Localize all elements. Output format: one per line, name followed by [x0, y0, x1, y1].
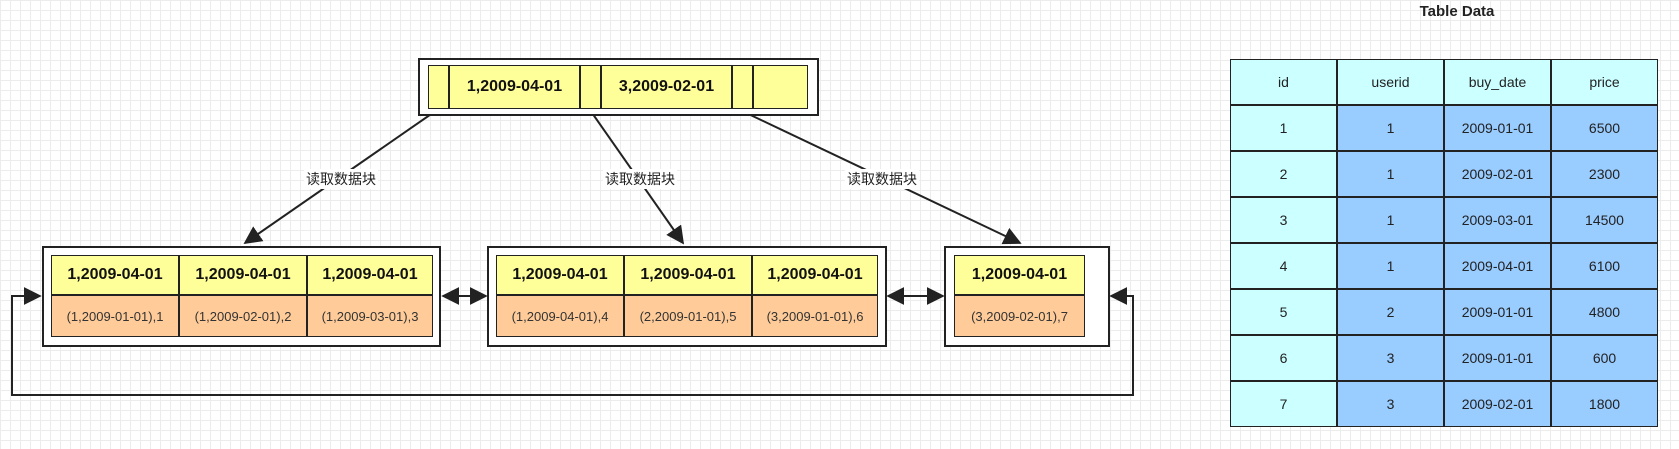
leaf-node-2: 1,2009-04-01 1,2009-04-01 1,2009-04-01 (… — [487, 246, 887, 347]
root-pointer-1 — [580, 65, 601, 109]
leaf-2-key-2: 1,2009-04-01 — [624, 255, 752, 295]
root-node: 1,2009-04-01 3,2009-02-01 — [418, 58, 819, 116]
leaf-2-record-3: (3,2009-01-01),6 — [752, 295, 878, 337]
link-leaf-3-wrap-leaf-1 — [11, 287, 1134, 396]
table-cell-r2-id: 2 — [1230, 151, 1337, 197]
table-cell-r2-price: 2300 — [1551, 151, 1658, 197]
table-cell-r5-buy-date: 2009-01-01 — [1444, 289, 1551, 335]
leaf-2-record-2: (2,2009-01-01),5 — [624, 295, 752, 337]
edge-label-2: 读取数据块 — [603, 169, 677, 189]
edge-label-1: 读取数据块 — [304, 169, 378, 189]
leaf-1-key-1: 1,2009-04-01 — [51, 255, 179, 295]
table-cell-r4-price: 6100 — [1551, 243, 1658, 289]
table-cell-r3-id: 3 — [1230, 197, 1337, 243]
table-cell-r1-price: 6500 — [1551, 105, 1658, 151]
root-pointer-0 — [428, 65, 449, 109]
table-cell-r4-buy-date: 2009-04-01 — [1444, 243, 1551, 289]
leaf-1-record-3: (1,2009-03-01),3 — [307, 295, 433, 337]
table-header-userid: userid — [1337, 59, 1444, 105]
leaf-1-record-1: (1,2009-01-01),1 — [51, 295, 179, 337]
edge-label-3: 读取数据块 — [845, 169, 919, 189]
leaf-2-record-1: (1,2009-04-01),4 — [496, 295, 624, 337]
table-header-price: price — [1551, 59, 1658, 105]
table-cell-r7-id: 7 — [1230, 381, 1337, 427]
table-header-buy-date: buy_date — [1444, 59, 1551, 105]
table-cell-r4-id: 4 — [1230, 243, 1337, 289]
root-pointer-3 — [753, 65, 808, 109]
leaf-3-record-1: (3,2009-02-01),7 — [954, 295, 1085, 337]
table-cell-r3-buy-date: 2009-03-01 — [1444, 197, 1551, 243]
table-cell-r3-price: 14500 — [1551, 197, 1658, 243]
table-cell-r6-userid: 3 — [1337, 335, 1444, 381]
table-cell-r7-userid: 3 — [1337, 381, 1444, 427]
table-cell-r2-buy-date: 2009-02-01 — [1444, 151, 1551, 197]
table-title: Table Data — [1419, 3, 1495, 20]
root-key-2: 3,2009-02-01 — [601, 65, 732, 109]
table-header-id: id — [1230, 59, 1337, 105]
table-cell-r3-userid: 1 — [1337, 197, 1444, 243]
table-cell-r1-userid: 1 — [1337, 105, 1444, 151]
leaf-1-record-2: (1,2009-02-01),2 — [179, 295, 307, 337]
table-cell-r2-userid: 1 — [1337, 151, 1444, 197]
root-pointer-2 — [732, 65, 753, 109]
table-cell-r7-buy-date: 2009-02-01 — [1444, 381, 1551, 427]
leaf-3-key-1: 1,2009-04-01 — [954, 255, 1085, 295]
root-key-1: 1,2009-04-01 — [449, 65, 580, 109]
leaf-2-key-3: 1,2009-04-01 — [752, 255, 878, 295]
table-cell-r1-id: 1 — [1230, 105, 1337, 151]
table-cell-r6-price: 600 — [1551, 335, 1658, 381]
table-cell-r4-userid: 1 — [1337, 243, 1444, 289]
table-cell-r1-buy-date: 2009-01-01 — [1444, 105, 1551, 151]
table-cell-r5-userid: 2 — [1337, 289, 1444, 335]
table-cell-r6-id: 6 — [1230, 335, 1337, 381]
leaf-node-1: 1,2009-04-01 1,2009-04-01 1,2009-04-01 (… — [42, 246, 441, 347]
table-cell-r6-buy-date: 2009-01-01 — [1444, 335, 1551, 381]
table-cell-r5-price: 4800 — [1551, 289, 1658, 335]
leaf-1-key-2: 1,2009-04-01 — [179, 255, 307, 295]
table-cell-r5-id: 5 — [1230, 289, 1337, 335]
leaf-1-key-3: 1,2009-04-01 — [307, 255, 433, 295]
leaf-node-3: 1,2009-04-01 (3,2009-02-01),7 — [944, 246, 1110, 347]
table-cell-r7-price: 1800 — [1551, 381, 1658, 427]
leaf-2-key-1: 1,2009-04-01 — [496, 255, 624, 295]
